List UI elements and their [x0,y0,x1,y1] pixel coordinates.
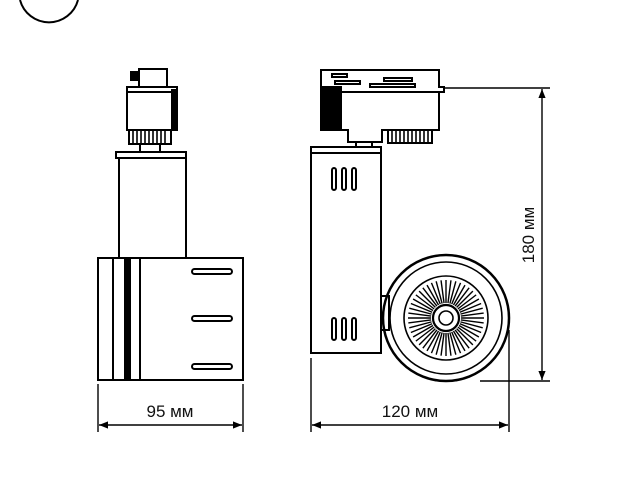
reflector-rib [454,287,470,307]
front-vent-slot [191,315,233,322]
reflector-rib [460,312,484,317]
reflector-rib [452,284,466,306]
reflector-rib [409,321,432,329]
reflector-rib [454,329,470,349]
side-vent-slots-top [331,167,357,191]
reflector-rib [435,332,443,355]
reflector-rib [409,307,432,315]
reflector-rib [460,319,484,324]
reflector-rib [422,287,438,307]
front-view [97,68,244,381]
side-track-adapter [320,69,445,143]
front-ribbed-ring [128,129,172,145]
reflector-rib [430,282,441,305]
reflector-rib [449,332,457,355]
reflector-rib [422,329,438,349]
front-driver-body [118,157,187,259]
front-vent-slot [191,363,233,370]
reflector-rib [440,280,445,304]
reflector-rib [447,280,452,304]
front-width-dimension [97,384,244,432]
height-label: 180 мм [519,207,538,263]
reflector-rib [456,290,474,308]
reflector-rib [412,298,434,312]
reflector-rib [410,323,433,334]
side-ribbed-ring [387,129,433,144]
reflector-rib [426,330,440,352]
reflector-rib [415,294,435,310]
reflector-rib [410,302,433,313]
side-lamp-head [381,253,511,383]
reflector-rib [415,326,435,342]
reflector-rib [408,319,432,324]
reflector-rib [458,324,480,338]
reflector-rib [449,281,457,304]
side-width-label: 120 мм [382,402,438,421]
reflector-rib [460,321,483,329]
reflector-rib [418,290,436,308]
reflector-rib [408,312,432,317]
side-view [310,69,445,354]
reflector-rib [452,330,466,352]
reflector-rib [440,332,445,356]
front-connector-plug [138,68,168,88]
front-width-label: 95 мм [146,402,193,421]
reflector-rib [418,328,436,346]
front-vent-slot [191,268,233,275]
reflector-rib [426,284,440,306]
side-vent-slots-bottom [331,317,357,341]
reflector-rib [447,332,452,356]
reflector-rib [460,307,483,315]
reflector-rib [457,326,477,342]
front-adapter-block [126,86,178,131]
reflector-rib [412,324,434,338]
reflector-rib [451,282,462,305]
height-dimension [444,87,550,382]
reflector-rib [430,331,441,354]
reflector-rib [456,328,474,346]
reflector-rib [458,298,480,312]
corner-circle [19,0,79,24]
reflector-rib [459,323,482,334]
reflector-rib [451,331,462,354]
reflector-rib [435,281,443,304]
front-connector-pin [130,71,140,81]
reflector-rib [459,302,482,313]
reflector-rib [457,294,477,310]
front-lamp-head [97,257,244,381]
